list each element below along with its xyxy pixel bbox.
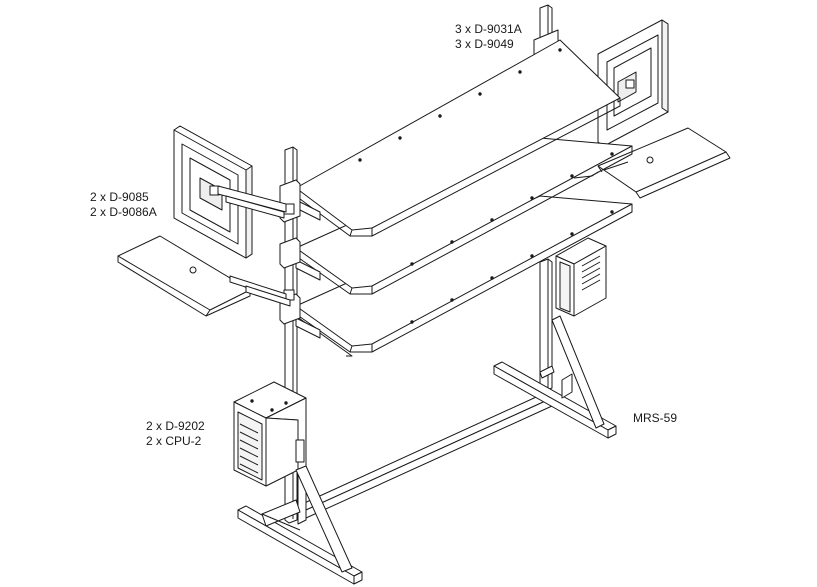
right-cpu-holder: [556, 238, 606, 398]
left-monitor: [174, 126, 252, 258]
callout-top-line2: 3 x D-9049: [455, 37, 514, 51]
right-base-foot: [494, 316, 616, 438]
left-base-foot: [238, 466, 362, 584]
callout-left-line2: 2 x D-9086A: [90, 205, 157, 219]
base-beam: [300, 393, 552, 518]
left-cpu-holder: [234, 382, 306, 524]
left-keyboard-tray: [118, 236, 290, 316]
callout-left-line1: 2 x D-9085: [90, 190, 149, 204]
model-number: MRS-59: [633, 411, 677, 426]
shelf-upper: [296, 40, 620, 236]
callout-bottom-line1: 2 x D-9202: [146, 419, 205, 433]
callout-monitor-arms: 2 x D-9085 2 x D-9086A: [90, 190, 157, 220]
tray-hole: [647, 157, 653, 163]
callout-top-line1: 3 x D-9031A: [455, 22, 522, 36]
right-monitor: [598, 20, 668, 146]
callout-cpu-holders: 2 x D-9202 2 x CPU-2: [146, 419, 205, 449]
left-monitor-arm: [218, 186, 286, 218]
callout-bottom-line2: 2 x CPU-2: [146, 434, 202, 448]
callout-top-shelves: 3 x D-9031A 3 x D-9049: [455, 22, 522, 52]
model-number-text: MRS-59: [633, 411, 678, 425]
tray-hole: [190, 267, 196, 273]
